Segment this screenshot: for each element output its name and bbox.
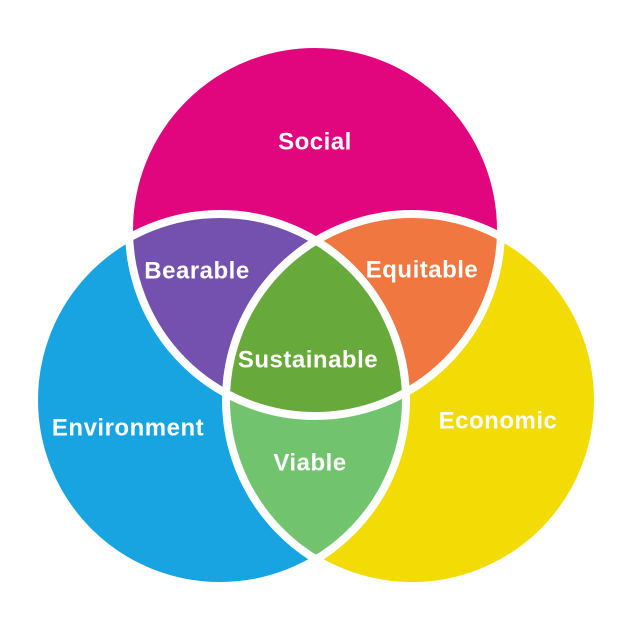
equitable-label: Equitable bbox=[366, 257, 479, 284]
social-outline bbox=[125, 40, 505, 420]
sustainable-region bbox=[226, 214, 406, 416]
environment-outline bbox=[30, 210, 410, 590]
bearable-label: Bearable bbox=[144, 258, 249, 285]
sustainable-region-clip-outer bbox=[226, 214, 406, 416]
sustainable-label: Sustainable bbox=[238, 347, 378, 374]
sustainable-region-clip-inner bbox=[226, 214, 406, 416]
economic-label: Economic bbox=[439, 408, 558, 435]
viable-label: Viable bbox=[273, 450, 346, 477]
economic-outline bbox=[222, 210, 602, 590]
environment-label: Environment bbox=[52, 415, 204, 442]
social-label: Social bbox=[278, 129, 352, 156]
